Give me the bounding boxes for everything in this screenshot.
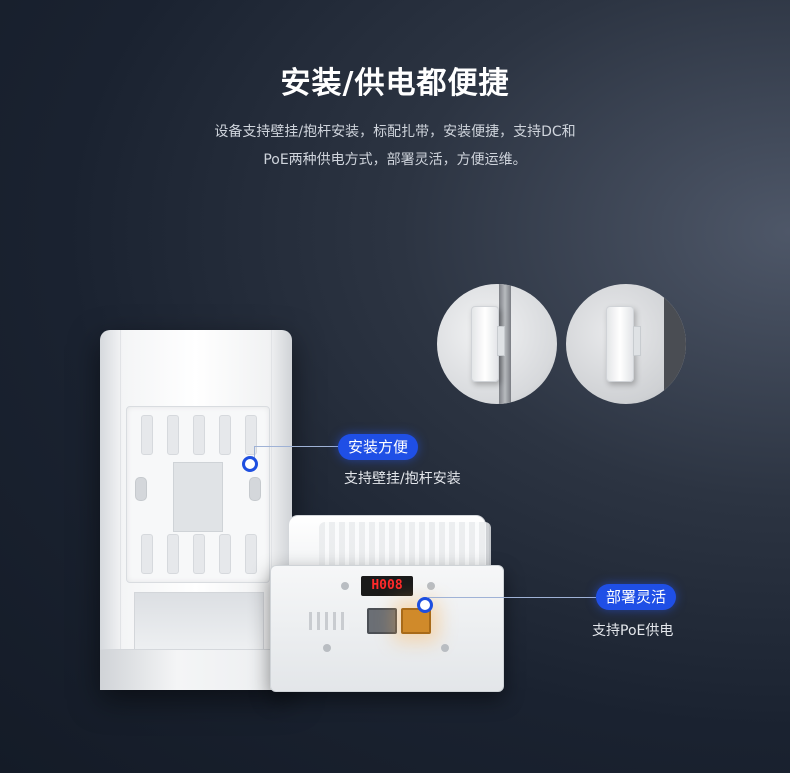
bracket-rib [167, 534, 179, 574]
pole-mount-thumbnail [437, 284, 557, 404]
ethernet-port [367, 608, 397, 634]
device-edge [271, 330, 272, 690]
device-port-panel-view: H008 [270, 515, 504, 692]
bracket-rib [245, 534, 257, 574]
port-panel: H008 [270, 565, 504, 692]
callout-power-line [428, 597, 596, 598]
wall-mount-thumbnail [566, 284, 686, 404]
bracket-rib [193, 415, 205, 455]
description-line-1: 设备支持壁挂/抱杆安装，标配扎带，安装便捷，支持DC和 [214, 124, 576, 140]
callout-power-subtitle: 支持PoE供电 [592, 623, 674, 639]
callout-install-dot [242, 456, 258, 472]
keyhole [249, 477, 261, 501]
wall [664, 284, 686, 404]
led-display: H008 [361, 576, 413, 596]
pole [499, 284, 511, 404]
description-line-2: PoE两种供电方式，部署灵活，方便运维。 [263, 152, 527, 168]
keyhole [135, 477, 147, 501]
bracket-rib [167, 415, 179, 455]
callout-install-line [254, 446, 338, 447]
mounting-bracket [126, 406, 270, 583]
mini-bracket [633, 326, 641, 356]
mini-device [606, 306, 634, 382]
screw [341, 582, 349, 590]
mini-bracket [497, 326, 505, 356]
device-bottom-band [100, 649, 292, 690]
bracket-window [173, 462, 223, 532]
mini-device [471, 306, 499, 382]
bracket-rib [219, 415, 231, 455]
screw [441, 644, 449, 652]
page-description: 设备支持壁挂/抱杆安装，标配扎带，安装便捷，支持DC和 PoE两种供电方式，部署… [0, 118, 790, 174]
device-lower-recess [134, 592, 264, 652]
callout-power-dot [417, 597, 433, 613]
callout-install-badge: 安装方便 [338, 434, 419, 460]
bracket-rib [141, 534, 153, 574]
bracket-rib [141, 415, 153, 455]
page-title: 安装/供电都便捷 [280, 66, 510, 101]
screw [427, 582, 435, 590]
bracket-rib [193, 534, 205, 574]
callout-install-line-vertical [254, 446, 255, 460]
callout-install-subtitle: 支持壁挂/抱杆安装 [344, 471, 461, 487]
callout-power-badge: 部署灵活 [596, 584, 677, 610]
device-mount-plate-view [100, 330, 292, 690]
dip-switches [309, 612, 349, 630]
screw [323, 644, 331, 652]
bracket-rib [219, 534, 231, 574]
device-edge [120, 330, 121, 690]
bracket-rib [245, 415, 257, 455]
